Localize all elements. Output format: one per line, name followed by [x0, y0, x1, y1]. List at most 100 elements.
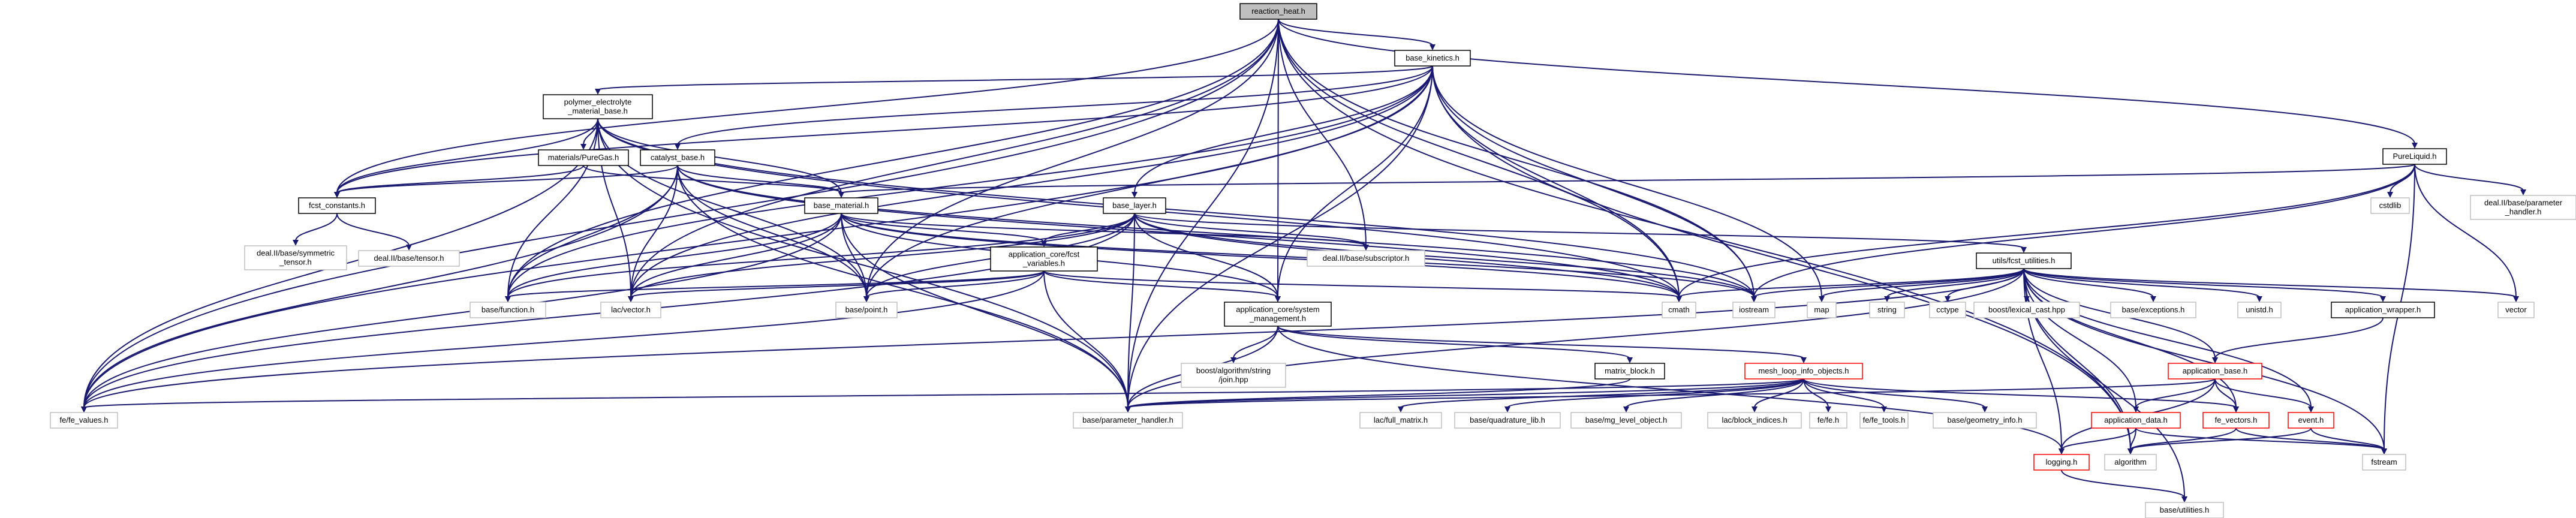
node-label-fcst_constants: fcst_constants.h — [309, 201, 365, 210]
edge-base_layer-to-lac_vector — [630, 213, 1135, 298]
arrowhead-application_wrapper-to-application_base — [2212, 357, 2218, 363]
node-fe_tools: fe/fe_tools.h — [1859, 412, 1909, 429]
node-box-base_param_handler — [1073, 412, 1183, 429]
node-label-string: string — [1877, 305, 1897, 314]
edge-polymer-to-iostream — [597, 118, 1755, 298]
node-event[interactable]: event.h — [2288, 412, 2334, 429]
node-box-cstdlib — [2370, 197, 2410, 214]
node-system_management[interactable]: application_core/system_management.h — [1224, 302, 1332, 327]
node-label-fstream: fstream — [2371, 457, 2397, 466]
node-label-cstdlib: cstdlib — [2379, 201, 2402, 210]
arrowhead-mesh_loop-to-fe_vectors — [2233, 406, 2239, 412]
edge-base_kinetics-to-base_param_handler — [1127, 65, 1433, 408]
node-matrix_block[interactable]: matrix_block.h — [1594, 363, 1665, 380]
node-label-system_management: application_core/system_management.h — [1236, 305, 1319, 323]
arrowhead-fcst_utilities-to-map — [1819, 296, 1825, 302]
edge-application_base-to-fe_vectors — [2214, 378, 2237, 408]
arrowhead-mesh_loop-to-quadrature_lib — [1504, 406, 1510, 412]
edge-reaction_heat-to-algorithm — [1278, 19, 2131, 450]
node-label-quadrature_lib: base/quadrature_lib.h — [1470, 415, 1545, 424]
edge-fcst_variables-to-system_management — [1043, 270, 1278, 298]
node-label-block_indices: lac/block_indices.h — [1722, 415, 1787, 424]
edge-fcst_variables-to-base_param_handler — [1043, 270, 1128, 408]
edge-fcst_variables-to-fe_values — [83, 270, 1045, 408]
edge-application_base-to-event — [2214, 378, 2312, 408]
node-label-cctype: cctype — [1936, 305, 1959, 314]
node-fcst_variables[interactable]: application_core/fcst_variables.h — [990, 246, 1098, 272]
node-box-base_function — [470, 302, 546, 318]
arrowhead-reaction_heat-to-PureLiquid — [2412, 143, 2418, 149]
node-label-base_kinetics: base_kinetics.h — [1406, 53, 1459, 62]
node-label-fcst_utilities: utils/fcst_utilities.h — [1993, 256, 2056, 265]
edge-fcst_utilities-to-fe_values — [83, 268, 2024, 408]
node-iostream: iostream — [1732, 302, 1775, 318]
edge-base_kinetics-to-map — [1432, 65, 1822, 298]
edge-base_kinetics-to-algorithm — [1432, 65, 2131, 450]
edge-application_wrapper-to-application_base — [2214, 317, 2384, 359]
arrowhead-fcst_utilities-to-base_exceptions — [2150, 296, 2156, 302]
arrowhead-mesh_loop-to-base_param_handler — [1125, 406, 1131, 412]
node-box-base_exceptions — [2110, 302, 2196, 318]
edge-event-to-algorithm — [2130, 427, 2312, 450]
node-box-application_data — [2091, 412, 2181, 429]
node-base_material[interactable]: base_material.h — [804, 197, 878, 214]
node-label-lac_vector: lac/vector.h — [611, 305, 651, 314]
node-fcst_constants[interactable]: fcst_constants.h — [298, 197, 376, 214]
node-box-base_kinetics — [1394, 50, 1471, 67]
arrowhead-system_management-to-matrix_block — [1627, 357, 1633, 363]
node-base_point: base/point.h — [835, 302, 898, 318]
node-label-base_layer: base_layer.h — [1112, 201, 1157, 210]
edge-system_management-to-matrix_block — [1277, 326, 1630, 359]
node-block_indices: lac/block_indices.h — [1707, 412, 1802, 429]
edge-fcst_utilities-to-application_wrapper — [2023, 268, 2384, 298]
node-application_data[interactable]: application_data.h — [2091, 412, 2181, 429]
node-mesh_loop[interactable]: mesh_loop_info_objects.h — [1744, 363, 1863, 380]
node-base_kinetics[interactable]: base_kinetics.h — [1394, 50, 1471, 67]
edge-base_material-to-fe_values — [83, 213, 842, 408]
node-label-iostream: iostream — [1739, 305, 1769, 314]
node-label-cmath: cmath — [1668, 305, 1689, 314]
edge-base_material-to-lac_vector — [630, 213, 842, 298]
node-catalyst_base[interactable]: catalyst_base.h — [640, 149, 715, 166]
node-box-boost_join — [1181, 363, 1286, 388]
edge-polymer-to-lac_vector — [597, 118, 631, 298]
node-box-iostream — [1732, 302, 1775, 318]
edge-fcst_utilities-to-map — [1821, 268, 2024, 298]
node-logging[interactable]: logging.h — [2033, 454, 2090, 471]
edge-mesh_loop-to-base_param_handler — [1127, 378, 1804, 408]
node-application_wrapper[interactable]: application_wrapper.h — [2331, 302, 2435, 318]
arrowhead-fcst_constants-to-symmetric_tensor — [293, 240, 299, 246]
node-label-base_param_handler: base/parameter_handler.h — [1082, 415, 1173, 424]
edge-application_data-to-fstream — [2135, 427, 2385, 450]
node-fcst_utilities[interactable]: utils/fcst_utilities.h — [1976, 252, 2072, 269]
node-label-geometry_info: base/geometry_info.h — [1947, 415, 2022, 424]
arrowhead-mesh_loop-to-block_indices — [1752, 406, 1758, 412]
node-PureGas[interactable]: materials/PureGas.h — [538, 149, 629, 166]
edge-base_material-to-base_param_handler — [841, 213, 1128, 408]
node-box-fcst_utilities — [1976, 252, 2072, 269]
node-cstdlib: cstdlib — [2370, 197, 2410, 214]
node-base_layer[interactable]: base_layer.h — [1103, 197, 1166, 214]
node-fe_vectors[interactable]: fe_vectors.h — [2202, 412, 2270, 429]
node-label-PureGas: materials/PureGas.h — [548, 153, 619, 162]
node-map: map — [1807, 302, 1837, 318]
arrowhead-base_layer-to-fcst_utilities — [2021, 247, 2027, 253]
node-label-tensor: deal.II/base/tensor.h — [374, 254, 444, 263]
node-box-base_point — [835, 302, 898, 318]
edge-system_management-to-logging — [1277, 326, 2062, 450]
edge-fcst_utilities-to-vector — [2023, 268, 2517, 298]
node-PureLiquid[interactable]: PureLiquid.h — [2382, 148, 2447, 165]
node-polymer[interactable]: polymer_electrolyte_material_base.h — [543, 94, 653, 119]
node-algorithm: algorithm — [2104, 454, 2157, 471]
node-full_matrix: lac/full_matrix.h — [1359, 412, 1442, 429]
node-box-matrix_block — [1594, 363, 1665, 380]
node-box-event — [2288, 412, 2334, 429]
edge-application_data-to-logging — [2061, 427, 2136, 450]
node-box-system_management — [1224, 302, 1332, 327]
arrowhead-fcst_variables-to-lac_vector — [628, 296, 634, 302]
arrowhead-mesh_loop-to-geometry_info — [1982, 406, 1988, 412]
node-application_base[interactable]: application_base.h — [2168, 363, 2262, 380]
node-geometry_info: base/geometry_info.h — [1933, 412, 2037, 429]
arrowhead-mesh_loop-to-mg_level_object — [1623, 406, 1629, 412]
node-reaction_heat[interactable]: reaction_heat.h — [1239, 3, 1317, 20]
